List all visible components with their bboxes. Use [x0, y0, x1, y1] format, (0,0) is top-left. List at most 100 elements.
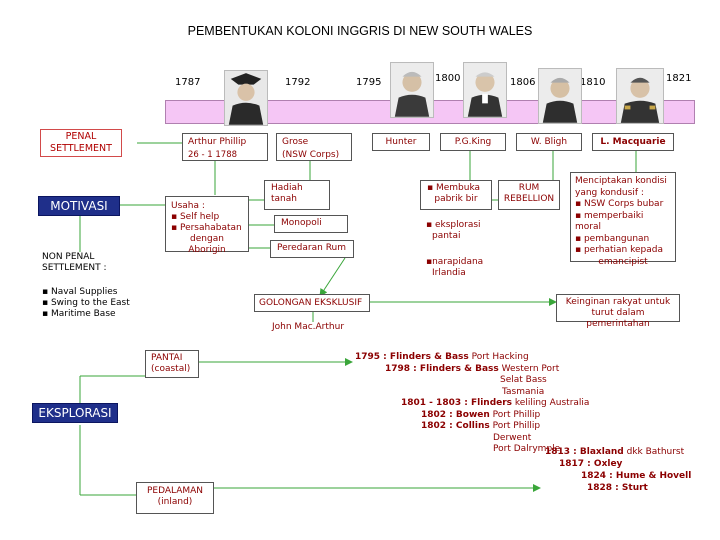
coastal-item-text: Port Phillip [489, 421, 541, 431]
king-pabrik-line: pabrik bir [434, 194, 478, 204]
keinginan-box: Keinginan rakyat untuk turut dalam pemer… [556, 294, 680, 329]
golongan-eksklusif-box: GOLONGAN EKSKLUSIF [254, 294, 370, 312]
inland-item-bold: 1828 : Sturt [587, 483, 648, 493]
coastal-item-text: Port Hacking [468, 352, 529, 362]
coastal-item-text: Port Dalrymple [493, 444, 561, 454]
coastal-item: Selat Bass [355, 375, 655, 387]
pedalaman-line: PEDALAMAN [146, 486, 204, 496]
coastal-item: Derwent [355, 433, 655, 445]
macquarie-line: ▪ NSW Corps bubar [575, 199, 664, 209]
grose-sub: (NSW Corps) [282, 150, 340, 160]
bligh-name: W. Bligh [530, 137, 568, 147]
hadiah-line: tanah [271, 194, 297, 204]
bligh-box: W. Bligh [516, 133, 582, 151]
john-macarthur: John Mac.Arthur [272, 322, 345, 332]
inland-item-text: dkk Bathurst [623, 447, 685, 457]
motivasi-item: ▪ Naval Supplies [42, 287, 118, 297]
rum-rebellion-box: RUM REBELLION [498, 180, 560, 210]
year-1800: 1800 [435, 73, 461, 84]
keinginan-line: turut dalam pemerintahan [586, 308, 650, 329]
king-box: P.G.King [440, 133, 506, 151]
coastal-item: 1795 : Flinders & Bass Port Hacking [355, 352, 655, 364]
macquarie-box: L. Macquarie [592, 133, 674, 151]
year-1795: 1795 [356, 77, 382, 88]
pedalaman-line: (inland) [157, 497, 193, 507]
coastal-item: 1802 : Bowen Port Phillip [355, 410, 655, 422]
inland-item: 1817 : Oxley [545, 458, 715, 470]
year-1806: 1806 [510, 77, 536, 88]
non-penal-label: NON PENAL SETTLEMENT : [42, 252, 107, 274]
macquarie-name: L. Macquarie [600, 137, 666, 147]
page-title: PEMBENTUKAN KOLONI INGGRIS DI NEW SOUTH … [187, 24, 533, 38]
inland-item-bold: 1824 : Hume & Hovell [581, 471, 692, 481]
king-pabrik-box: ▪ Membuka pabrik bir [420, 180, 492, 210]
king-name: P.G.King [454, 137, 492, 147]
coastal-item-bold: 1802 : Bowen [421, 409, 490, 420]
macquarie-items-box: Menciptakan kondisi yang kondusif : ▪ NS… [570, 172, 676, 267]
usaha-line: Usaha : [171, 201, 205, 211]
grose-box: Grose (NSW Corps) [276, 133, 352, 161]
pantai-line: PANTAI [151, 353, 183, 363]
king-eksplorasi-line: pantai [432, 231, 461, 241]
portrait-bligh [538, 68, 582, 124]
king-eksplorasi: ▪ eksplorasi pantai [426, 220, 481, 242]
hadiah-line: Hadiah [271, 183, 303, 193]
coastal-item-text: Selat Bass [500, 375, 547, 385]
motivasi-item: ▪ Swing to the East [42, 298, 130, 308]
monopoli-box: Monopoli [274, 215, 348, 233]
motivasi-list: ▪ Naval Supplies ▪ Swing to the East ▪ M… [42, 287, 130, 320]
pantai-box: PANTAI (coastal) [145, 350, 199, 378]
king-narapidana-line: Irlandia [432, 268, 466, 278]
king-narapidana-line: ▪narapidana [426, 257, 484, 267]
usaha-line: ▪ Persahabatan [171, 223, 242, 233]
macquarie-line: Menciptakan kondisi [575, 176, 667, 186]
hunter-name: Hunter [385, 137, 417, 147]
phillip-date: 26 - 1 1788 [188, 150, 238, 160]
coastal-item-text: Tasmania [502, 386, 545, 397]
coastal-list: 1795 : Flinders & Bass Port Hacking 1798… [355, 352, 655, 456]
king-eksplorasi-line: ▪ eksplorasi [426, 220, 481, 230]
grose-name: Grose [282, 137, 309, 147]
usaha-line: ▪ Self help [171, 212, 220, 222]
eksplorasi-label: EKSPLORASI [32, 403, 118, 423]
coastal-item: 1801 - 1803 : Flinders keliling Australi… [355, 398, 655, 410]
keinginan-line: Keinginan rakyat untuk [565, 297, 671, 307]
coastal-item-bold: 1801 - 1803 : Flinders [401, 398, 513, 408]
coastal-item: Port Dalrymple [355, 444, 655, 456]
coastal-item-text: Western Port [498, 363, 560, 374]
portrait-hunter [390, 62, 434, 118]
phillip-name: Arthur Phillip [188, 137, 247, 147]
coastal-item-bold: 1798 : Flinders & Bass [385, 363, 499, 374]
inland-item-bold: 1817 : Oxley [559, 459, 623, 469]
portrait-macquarie [616, 68, 664, 124]
coastal-item-bold: 1795 : Flinders & Bass [355, 352, 469, 362]
coastal-item: 1798 : Flinders & Bass Western Port [355, 364, 655, 376]
non-penal-line-1: NON PENAL [42, 252, 95, 262]
usaha-line: dengan Aborigin [188, 234, 226, 255]
coastal-item-text: Derwent [493, 432, 532, 443]
portrait-phillip [224, 70, 268, 126]
phillip-box: Arthur Phillip 26 - 1 1788 [182, 133, 268, 161]
macquarie-line: yang kondusif : [575, 187, 644, 198]
coastal-item-text: keliling Australia [512, 398, 590, 408]
rum-line: RUM [518, 183, 540, 193]
pantai-line: (coastal) [151, 364, 191, 374]
year-1821: 1821 [666, 73, 692, 84]
year-1792: 1792 [285, 77, 311, 88]
penal-line-1: PENAL [65, 131, 97, 142]
motivasi-item: ▪ Maritime Base [42, 309, 116, 319]
inland-list: 1813 : Blaxland dkk Bathurst 1817 : Oxle… [545, 446, 715, 494]
coastal-item: 1802 : Collins Port Phillip [355, 421, 655, 433]
year-1787: 1787 [175, 77, 201, 88]
year-1810: 1810 [580, 77, 606, 88]
inland-item: 1824 : Hume & Hovell [545, 470, 715, 482]
hunter-box: Hunter [372, 133, 430, 151]
rebellion-line: REBELLION [503, 194, 555, 204]
coastal-item: Tasmania [355, 387, 655, 399]
coastal-item-text: Port Phillip [489, 409, 541, 420]
king-pabrik-line: ▪ Membuka [427, 183, 481, 193]
non-penal-line-2: SETTLEMENT : [42, 263, 107, 273]
portrait-king [463, 62, 507, 118]
inland-item: 1813 : Blaxland dkk Bathurst [545, 446, 715, 458]
macquarie-line: emancipist [598, 256, 648, 267]
